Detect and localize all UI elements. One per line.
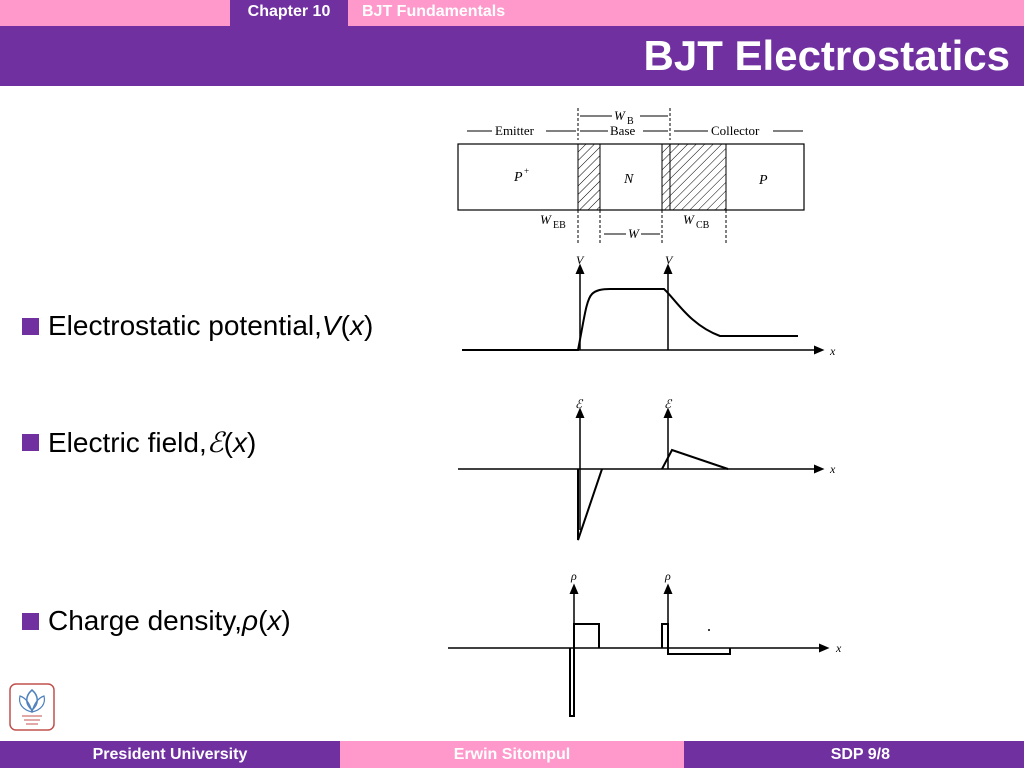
chapter-label: Chapter 10 bbox=[230, 0, 348, 26]
bullet-symbol: ℰ bbox=[206, 427, 224, 458]
top-bar bbox=[0, 0, 1024, 26]
region-labels: Emitter Base Collector W B bbox=[467, 108, 803, 140]
bullet-text: Charge density, bbox=[48, 605, 243, 636]
potential-plot bbox=[462, 263, 825, 355]
device-structure: P N P + bbox=[457, 143, 805, 211]
charge-axis-label-2: ρ bbox=[664, 569, 671, 583]
footer-university: President University bbox=[0, 741, 340, 768]
field-x-label: x bbox=[829, 462, 836, 476]
bullet-marker bbox=[22, 612, 39, 630]
section-label: BJT Fundamentals bbox=[362, 3, 506, 20]
w-label: W bbox=[628, 226, 640, 241]
bullet-charge: Charge density, ρ ( x ) bbox=[22, 605, 291, 637]
footer-author: Erwin Sitompul bbox=[340, 741, 684, 768]
bullet-paren-open: ( bbox=[223, 426, 233, 458]
bullet-paren-close: ) bbox=[247, 426, 257, 458]
web-subscript: EB bbox=[553, 220, 566, 231]
field-plot bbox=[458, 407, 825, 541]
footer-bar: President University Erwin Sitompul SDP … bbox=[0, 741, 1024, 768]
field-axis-label: ℰ bbox=[575, 397, 584, 411]
potential-x-label: x bbox=[829, 344, 836, 358]
footer-page: SDP 9/8 bbox=[830, 746, 890, 763]
slide-title: BJT Electrostatics bbox=[643, 32, 1010, 79]
charge-axis-label: ρ bbox=[570, 569, 577, 583]
potential-axis-label-2: V bbox=[665, 253, 674, 267]
bullet-variable: x bbox=[267, 605, 282, 636]
charge-x-label: x bbox=[835, 641, 842, 655]
bullet-paren-close: ) bbox=[281, 605, 291, 636]
footer-page-container: SDP 9/8 bbox=[684, 741, 1024, 768]
bullet-paren-close: ) bbox=[363, 310, 374, 341]
depletion-labels: W EB W W CB bbox=[540, 210, 727, 245]
field-axis-label-2: ℰ bbox=[664, 397, 673, 411]
potential-axis-label: V bbox=[576, 253, 585, 267]
bullet-paren-open: ( bbox=[258, 605, 268, 636]
wcb-label: W bbox=[683, 212, 695, 227]
emitter-type: P bbox=[513, 170, 523, 185]
bullet-marker bbox=[22, 434, 39, 451]
bullet-variable: x bbox=[349, 310, 364, 341]
bullet-field: Electric field, ℰ ( x ) bbox=[22, 426, 256, 459]
collector-type: P bbox=[758, 173, 768, 188]
bullet-variable: x bbox=[233, 426, 247, 458]
bullet-potential: Electrostatic potential, V ( x ) bbox=[22, 310, 373, 342]
bullet-symbol: ρ bbox=[242, 605, 259, 636]
emitter-type-sup: + bbox=[524, 166, 529, 176]
wcb-subscript: CB bbox=[696, 220, 710, 231]
bullet-paren-open: ( bbox=[340, 310, 350, 341]
wb-label: W bbox=[614, 108, 626, 123]
emitter-label: Emitter bbox=[495, 123, 535, 138]
collector-label: Collector bbox=[711, 123, 760, 138]
university-logo-icon bbox=[9, 683, 55, 731]
charge-plot bbox=[448, 583, 830, 717]
base-label: Base bbox=[610, 123, 636, 138]
bullet-symbol: V bbox=[321, 310, 341, 341]
base-type: N bbox=[623, 172, 634, 187]
bullet-text: Electric field, bbox=[48, 426, 207, 458]
title-bar: BJT Electrostatics bbox=[0, 26, 1024, 86]
bullet-text: Electrostatic potential, bbox=[48, 310, 322, 341]
wb-subscript: B bbox=[627, 116, 634, 127]
bullet-marker bbox=[22, 317, 39, 335]
web-label: W bbox=[540, 212, 552, 227]
